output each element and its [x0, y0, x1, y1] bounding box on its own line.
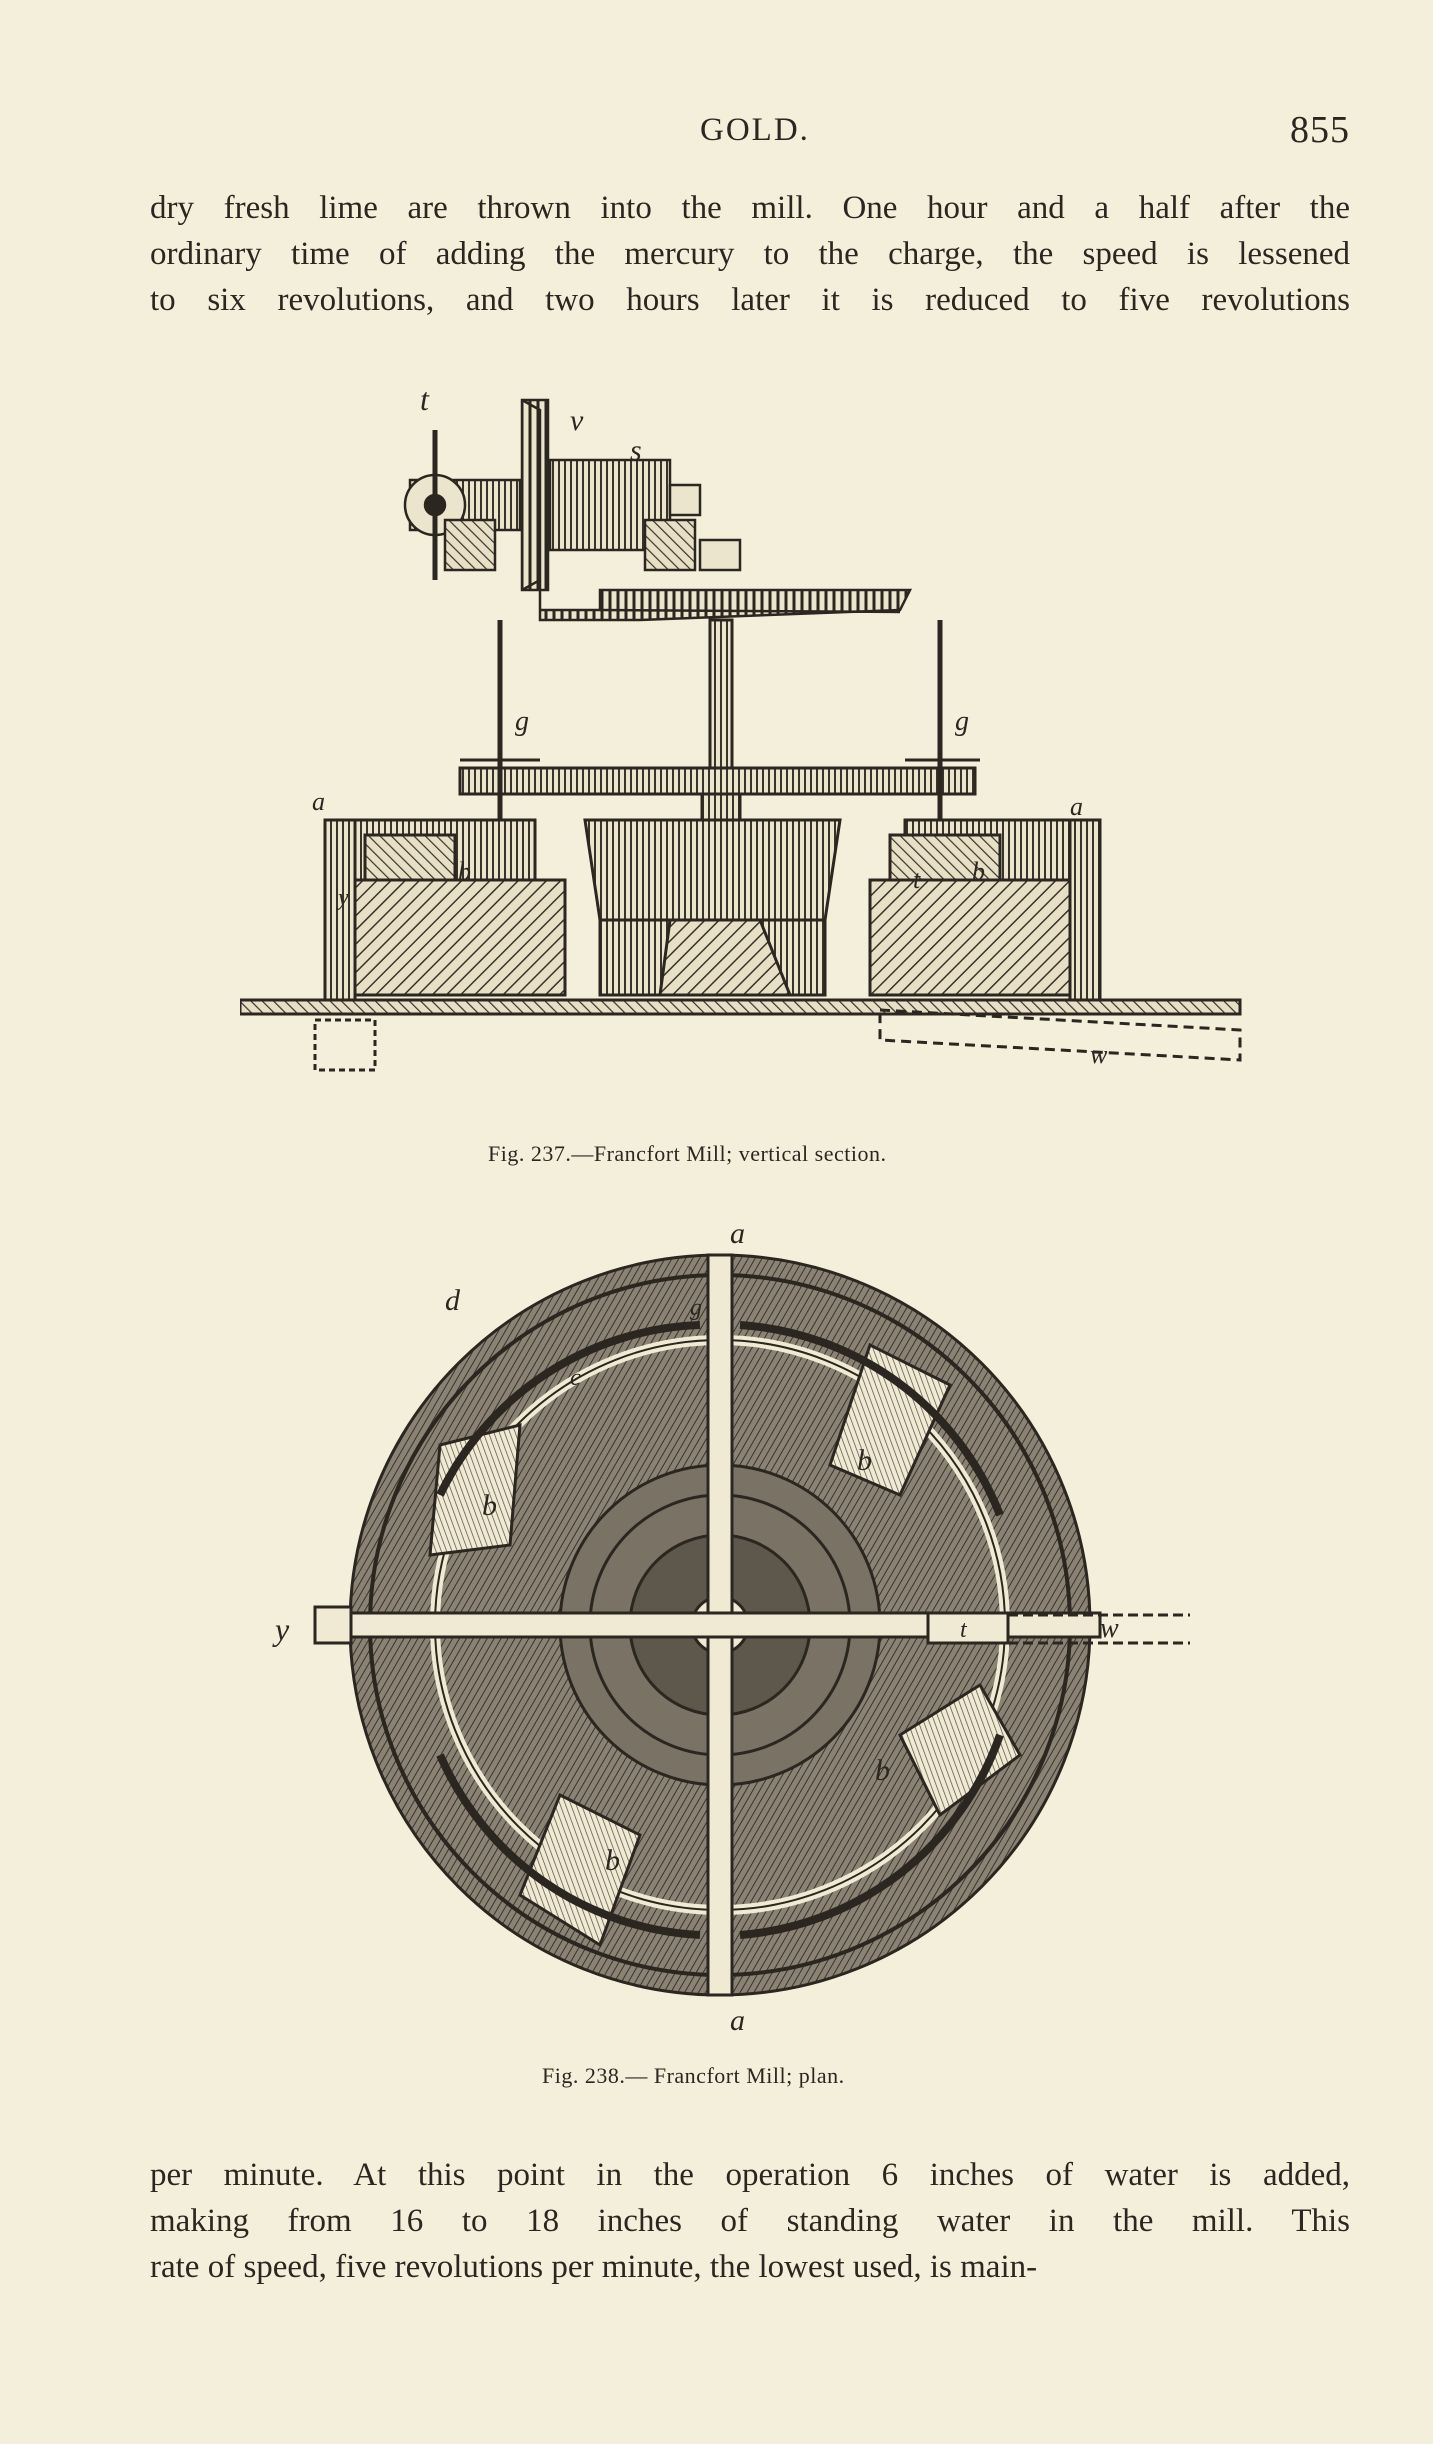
- crossbar: [458, 620, 980, 860]
- fig238-label-c: c: [570, 1365, 581, 1391]
- text-line: ordinary time of adding the mercury to t…: [150, 236, 1350, 272]
- gear-train: [403, 398, 913, 622]
- text-line: to six revolutions, and two hours later …: [150, 282, 1350, 318]
- fig237-label-a-right: a: [1070, 792, 1083, 821]
- fig237-label-g-left: g: [515, 706, 529, 737]
- plan-shoes: [428, 1342, 1022, 1948]
- plan-ring-frame: [436, 1321, 1004, 1939]
- running-head: GOLD. 855: [150, 109, 1350, 162]
- fig238-label-d: d: [445, 1284, 461, 1317]
- fig237-label-b-left: b: [458, 857, 471, 886]
- fig237-label-t-inner: t: [913, 865, 921, 894]
- fig238-label-g: g: [690, 1295, 702, 1321]
- fig238-label-t: t: [960, 1617, 968, 1643]
- plan-drains: [313, 1605, 1190, 1645]
- figure-vertical-section: t v s g g a a b b t y w: [240, 381, 1242, 1072]
- paragraph-top: dry fresh lime are thrown into the mill.…: [150, 185, 1350, 323]
- fig237-label-a-left: a: [312, 787, 325, 816]
- fig237-label-g-right: g: [955, 706, 969, 737]
- figure-plan-view: a d c g b b b b y t w a: [272, 1217, 1190, 2037]
- fig238-label-w: w: [1100, 1613, 1119, 1644]
- text-line: per minute. At this point in the operati…: [150, 2157, 1350, 2193]
- figure-caption-238: Fig. 238.— Francfort Mill; plan.: [542, 2063, 845, 2088]
- fig238-label-b1: b: [857, 1444, 872, 1477]
- fig238-label-b2: b: [482, 1489, 497, 1522]
- running-title: GOLD.: [700, 112, 810, 148]
- plan-spokes: [338, 1253, 1102, 1997]
- fig237-label-y: y: [336, 885, 349, 911]
- text-line: dry fresh lime are thrown into the mill.…: [150, 190, 1350, 226]
- fig237-label-t: t: [420, 381, 430, 417]
- fig237-label-w: w: [1090, 1040, 1108, 1069]
- text-line: making from 16 to 18 inches of standing …: [150, 2203, 1350, 2239]
- text-line: rate of speed, five revolutions per minu…: [150, 2249, 1038, 2285]
- paragraph-bottom: per minute. At this point in the operati…: [150, 2152, 1350, 2290]
- figure-caption-237: Fig. 237.—Francfort Mill; vertical secti…: [488, 1141, 887, 1166]
- fig237-label-b-right: b: [972, 857, 985, 886]
- fig238-label-y: y: [272, 1611, 290, 1647]
- tub: [240, 818, 1242, 1072]
- fig238-label-a-top: a: [730, 1217, 745, 1250]
- fig237-label-v: v: [570, 404, 584, 437]
- fig238-label-a-bottom: a: [730, 2004, 745, 2037]
- page-number: 855: [1290, 109, 1350, 151]
- fig238-label-b3: b: [875, 1754, 890, 1787]
- fig238-label-b4: b: [605, 1844, 620, 1877]
- fig237-label-s: s: [630, 434, 642, 467]
